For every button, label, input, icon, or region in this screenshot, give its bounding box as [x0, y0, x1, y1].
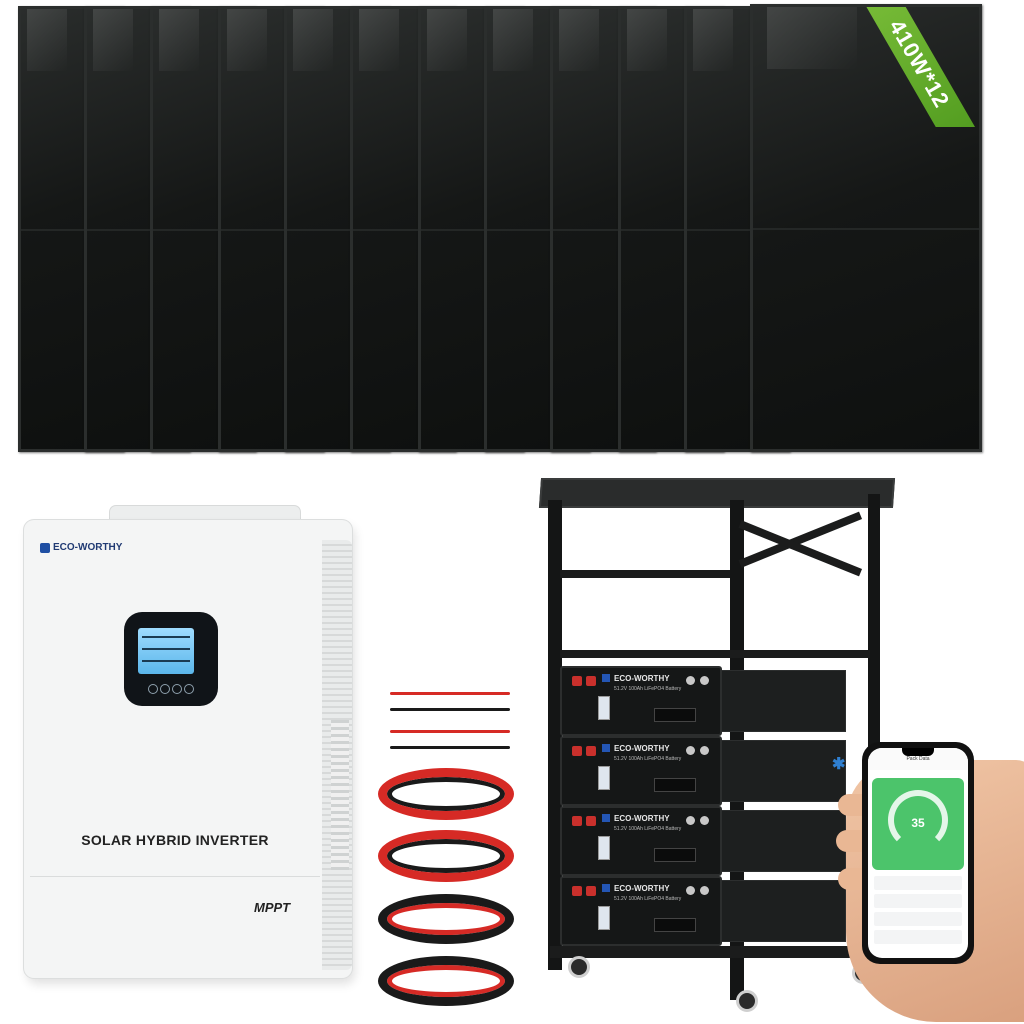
rack-post	[548, 500, 562, 970]
battery-display	[654, 708, 696, 722]
phone-notch	[902, 748, 934, 756]
panel-power-badge: 410W*12	[859, 7, 979, 127]
battery-logo-icon	[602, 884, 610, 892]
battery-terminal	[572, 886, 582, 896]
inverter-button	[148, 684, 158, 694]
inverter-button	[184, 684, 194, 694]
battery-knob	[700, 676, 709, 685]
battery-knob	[700, 816, 709, 825]
cable-coil	[378, 830, 514, 882]
battery-spec: 51.2V 100Ah LiFePO4 Battery	[614, 896, 682, 902]
rack-bar	[738, 520, 863, 577]
battery-module: ECO-WORTHY 51.2V 100Ah LiFePO4 Battery	[560, 736, 722, 806]
app-info-row	[874, 894, 962, 908]
app-info-row	[874, 930, 962, 944]
rack-bar	[738, 511, 863, 568]
short-cable	[390, 730, 510, 733]
inverter-brand-text: ECO-WORTHY	[53, 542, 123, 553]
battery-side	[718, 740, 846, 802]
phone-app-screen: Pack Data 35	[868, 748, 968, 958]
battery-terminal	[586, 886, 596, 896]
battery-knob	[700, 886, 709, 895]
inverter-button	[172, 684, 182, 694]
battery-module: ECO-WORTHY 51.2V 100Ah LiFePO4 Battery	[560, 666, 722, 736]
battery-display	[654, 918, 696, 932]
battery-knob	[686, 886, 695, 895]
battery-knob	[686, 816, 695, 825]
inverter-body	[24, 520, 352, 978]
battery-spec: 51.2V 100Ah LiFePO4 Battery	[614, 826, 682, 832]
battery-switch	[598, 906, 610, 930]
rack-bar	[560, 650, 870, 658]
gauge-value: 35	[911, 816, 925, 830]
rack-top-shelf	[538, 478, 896, 508]
battery-module: ECO-WORTHY 51.2V 100Ah LiFePO4 Battery	[560, 806, 722, 876]
battery-knob	[686, 746, 695, 755]
battery-terminal	[586, 816, 596, 826]
short-cable	[390, 746, 510, 749]
battery-terminal	[572, 746, 582, 756]
cable-coil	[378, 894, 514, 944]
caster-wheel	[736, 990, 758, 1012]
gauge-ring	[888, 790, 948, 850]
brand-logo-icon	[40, 542, 50, 553]
mppt-label: MPPT	[254, 900, 291, 915]
battery-switch	[598, 836, 610, 860]
rack-bar	[560, 570, 730, 578]
battery-knob	[686, 676, 695, 685]
battery-logo-icon	[602, 674, 610, 682]
inverter-title: SOLAR HYBRID INVERTER	[81, 832, 269, 848]
cable-coil	[378, 956, 514, 1006]
bluetooth-icon: ✱	[832, 756, 846, 773]
panel-power-label: 410W*12	[859, 7, 979, 127]
battery-brand: ECO-WORTHY	[614, 814, 670, 823]
battery-brand: ECO-WORTHY	[614, 674, 670, 683]
battery-side	[718, 670, 846, 732]
short-cable	[390, 692, 510, 695]
battery-terminal	[586, 676, 596, 686]
short-cable	[390, 708, 510, 711]
battery-switch	[598, 696, 610, 720]
battery-spec: 51.2V 100Ah LiFePO4 Battery	[614, 686, 682, 692]
app-title: Pack Data	[906, 756, 930, 762]
inverter-divider	[30, 876, 320, 877]
app-gauge-card: 35	[872, 778, 964, 870]
battery-logo-icon	[602, 814, 610, 822]
inverter-brand: ECO-WORTHY	[40, 542, 122, 553]
solar-panel-front: 410W*12	[750, 4, 982, 452]
battery-terminal	[572, 676, 582, 686]
battery-spec: 51.2V 100Ah LiFePO4 Battery	[614, 756, 682, 762]
app-header: Pack Data	[868, 748, 968, 770]
app-info-row	[874, 912, 962, 926]
inverter-side-label	[331, 720, 349, 870]
battery-logo-icon	[602, 744, 610, 752]
inverter-button	[160, 684, 170, 694]
app-info-row	[874, 876, 962, 890]
battery-knob	[700, 746, 709, 755]
inverter-lcd-screen	[138, 628, 194, 674]
battery-side	[718, 880, 846, 942]
rack-base	[550, 946, 880, 958]
cable-coil	[378, 768, 514, 820]
battery-side	[718, 810, 846, 872]
battery-display	[654, 848, 696, 862]
battery-module: ECO-WORTHY 51.2V 100Ah LiFePO4 Battery	[560, 876, 722, 946]
battery-brand: ECO-WORTHY	[614, 744, 670, 753]
caster-wheel	[568, 956, 590, 978]
battery-brand: ECO-WORTHY	[614, 884, 670, 893]
battery-terminal	[586, 746, 596, 756]
battery-switch	[598, 766, 610, 790]
battery-display	[654, 778, 696, 792]
battery-terminal	[572, 816, 582, 826]
